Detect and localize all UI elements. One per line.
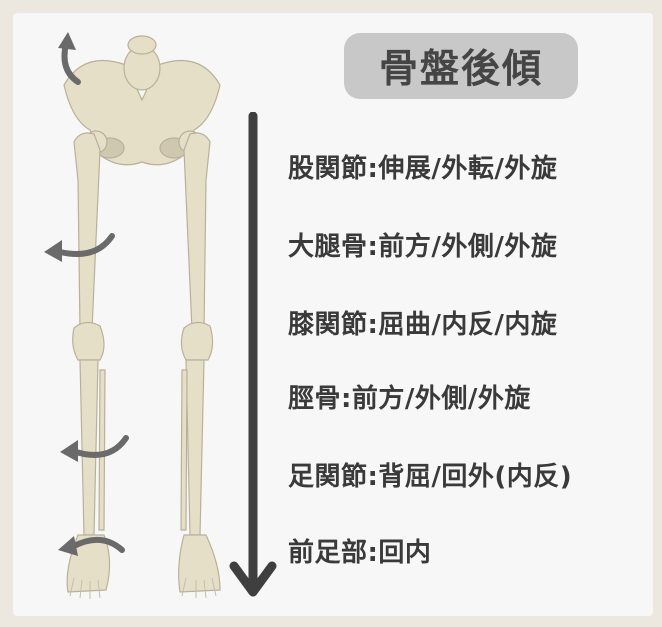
list-item-forefoot: 前足部:回内 — [288, 532, 431, 569]
rotation-arrow-icon — [52, 530, 132, 570]
list-item-ankle-joint: 足関節:背屈/回外(内反) — [288, 456, 572, 493]
list-item-femur: 大腿骨:前方/外側/外旋 — [288, 226, 557, 263]
list-item-knee-joint: 膝関節:屈曲/内反/内旋 — [288, 304, 557, 341]
lower-limb-skeleton-illustration — [34, 30, 250, 605]
down-arrow-icon — [228, 112, 278, 604]
rotation-arrow-icon — [52, 30, 92, 90]
page-title: 骨盤後傾 — [379, 38, 543, 94]
title-badge: 骨盤後傾 — [344, 33, 578, 99]
rotation-arrow-icon — [54, 426, 134, 466]
list-item-tibia: 脛骨:前方/外側/外旋 — [288, 378, 531, 415]
rotation-arrow-icon — [40, 226, 120, 266]
list-item-hip-joint: 股関節:伸展/外転/外旋 — [288, 148, 557, 185]
